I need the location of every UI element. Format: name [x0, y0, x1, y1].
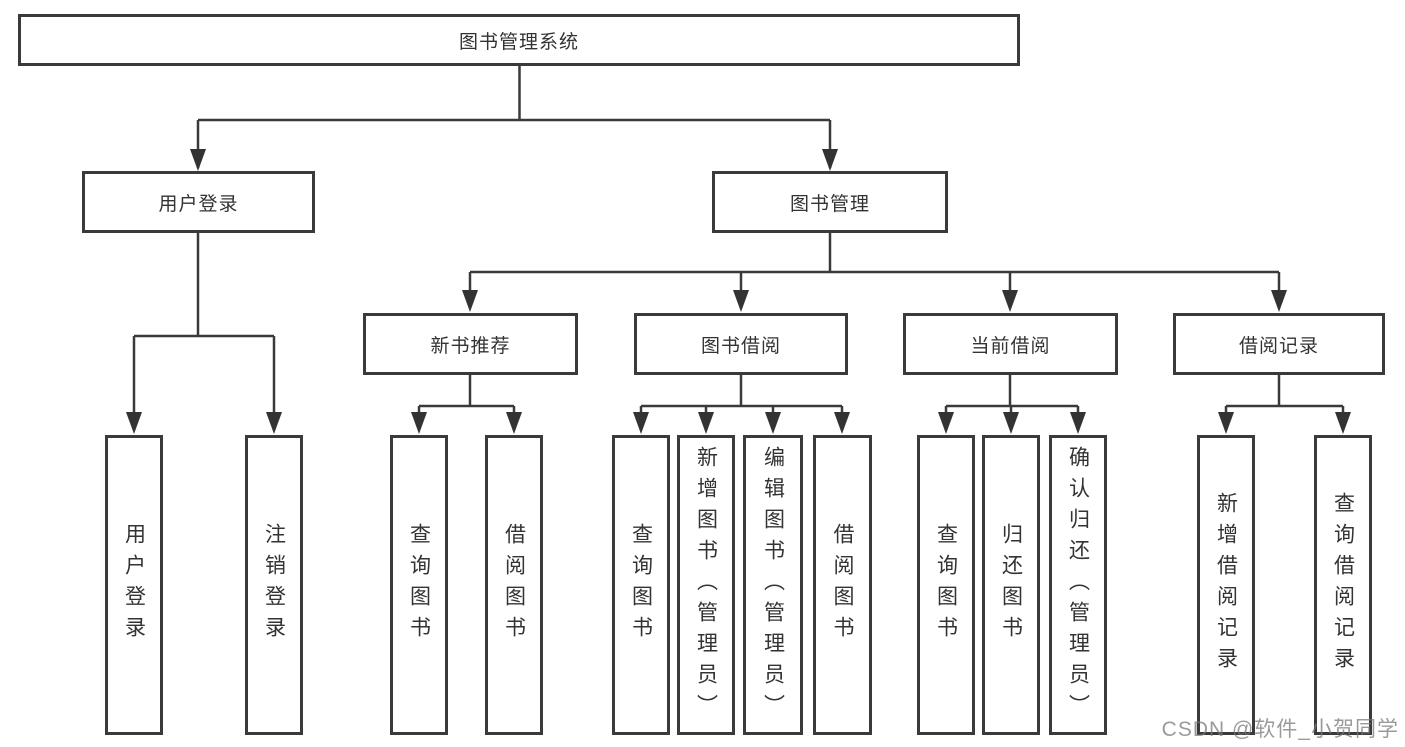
arrow-down-icon	[633, 412, 649, 434]
arrow-down-icon	[1002, 290, 1018, 312]
node-label: 图书管理系统	[458, 31, 579, 53]
leaf-borrow-query-books: 查询图书	[612, 435, 670, 735]
node-book-borrow: 图书借阅	[634, 313, 848, 375]
leaf-edit-books-admin: 编辑图书（管理员）	[743, 435, 803, 735]
node-new-book-recommend: 新书推荐	[363, 313, 578, 375]
leaf-recommend-query-books: 查询图书	[390, 435, 448, 735]
node-label: 借阅图书	[831, 523, 854, 647]
arrow-down-icon	[834, 412, 850, 434]
leaf-borrow-books: 借阅图书	[813, 435, 872, 735]
watermark: CSDN @软件_小贺同学	[1161, 718, 1399, 741]
leaf-user-login: 用户登录	[105, 435, 163, 735]
node-label: 借阅图书	[502, 523, 526, 647]
connector-newbookrec-to-leaves	[411, 375, 522, 434]
node-label: 编辑图书（管理员）	[761, 445, 785, 725]
leaf-logout: 注销登录	[245, 435, 303, 735]
arrow-down-icon	[190, 149, 206, 171]
arrow-down-icon	[462, 290, 478, 312]
arrow-down-icon	[411, 412, 427, 434]
connector-borrowrecord-to-leaves	[1218, 375, 1351, 434]
node-root-system: 图书管理系统	[18, 14, 1020, 66]
leaf-query-borrow-record: 查询借阅记录	[1314, 435, 1372, 735]
arrow-down-icon	[1003, 412, 1019, 434]
node-label: 当前借阅	[970, 335, 1051, 357]
arrow-down-icon	[822, 149, 838, 171]
connector-userlogin-to-leaves	[126, 233, 282, 434]
node-label: 新增图书（管理员）	[694, 445, 718, 725]
leaf-recommend-borrow-books: 借阅图书	[485, 435, 543, 735]
node-label: 查询借阅记录	[1331, 492, 1355, 678]
node-label: 图书管理	[789, 193, 870, 215]
node-current-borrow: 当前借阅	[903, 313, 1118, 375]
arrow-down-icon	[506, 412, 522, 434]
connector-currentborrow-to-leaves	[938, 375, 1086, 434]
arrow-down-icon	[1218, 412, 1234, 434]
node-label: 新书推荐	[430, 335, 511, 357]
node-label: 确认归还（管理员）	[1066, 445, 1090, 725]
connector-bookmgmt-to-level3	[462, 233, 1287, 312]
node-label: 借阅记录	[1238, 335, 1319, 357]
node-book-management: 图书管理	[712, 171, 948, 233]
arrow-down-icon	[126, 412, 142, 434]
arrow-down-icon	[1070, 412, 1086, 434]
node-label: 用户登录	[158, 193, 239, 215]
arrow-down-icon	[938, 412, 954, 434]
connector-bookborrow-to-leaves	[633, 375, 850, 434]
leaf-add-books-admin: 新增图书（管理员）	[677, 435, 735, 735]
node-label: 注销登录	[262, 523, 286, 647]
leaf-return-books: 归还图书	[982, 435, 1040, 735]
arrow-down-icon	[733, 290, 749, 312]
node-label: 查询图书	[934, 523, 958, 647]
leaf-confirm-return-admin: 确认归还（管理员）	[1049, 435, 1107, 735]
arrow-down-icon	[1271, 290, 1287, 312]
node-user-login: 用户登录	[82, 171, 315, 233]
arrow-down-icon	[1335, 412, 1351, 434]
node-label: 查询图书	[629, 523, 653, 647]
node-borrow-record: 借阅记录	[1173, 313, 1385, 375]
leaf-current-query-books: 查询图书	[917, 435, 975, 735]
arrow-down-icon	[698, 412, 714, 434]
node-label: 查询图书	[407, 523, 431, 647]
node-label: 归还图书	[999, 523, 1023, 647]
connector-root-to-level2	[190, 66, 838, 171]
node-label: 图书借阅	[700, 335, 781, 357]
arrow-down-icon	[266, 412, 282, 434]
node-label: 用户登录	[122, 523, 146, 647]
node-label: 新增借阅记录	[1214, 492, 1238, 678]
arrow-down-icon	[765, 412, 781, 434]
leaf-add-borrow-record: 新增借阅记录	[1197, 435, 1255, 735]
